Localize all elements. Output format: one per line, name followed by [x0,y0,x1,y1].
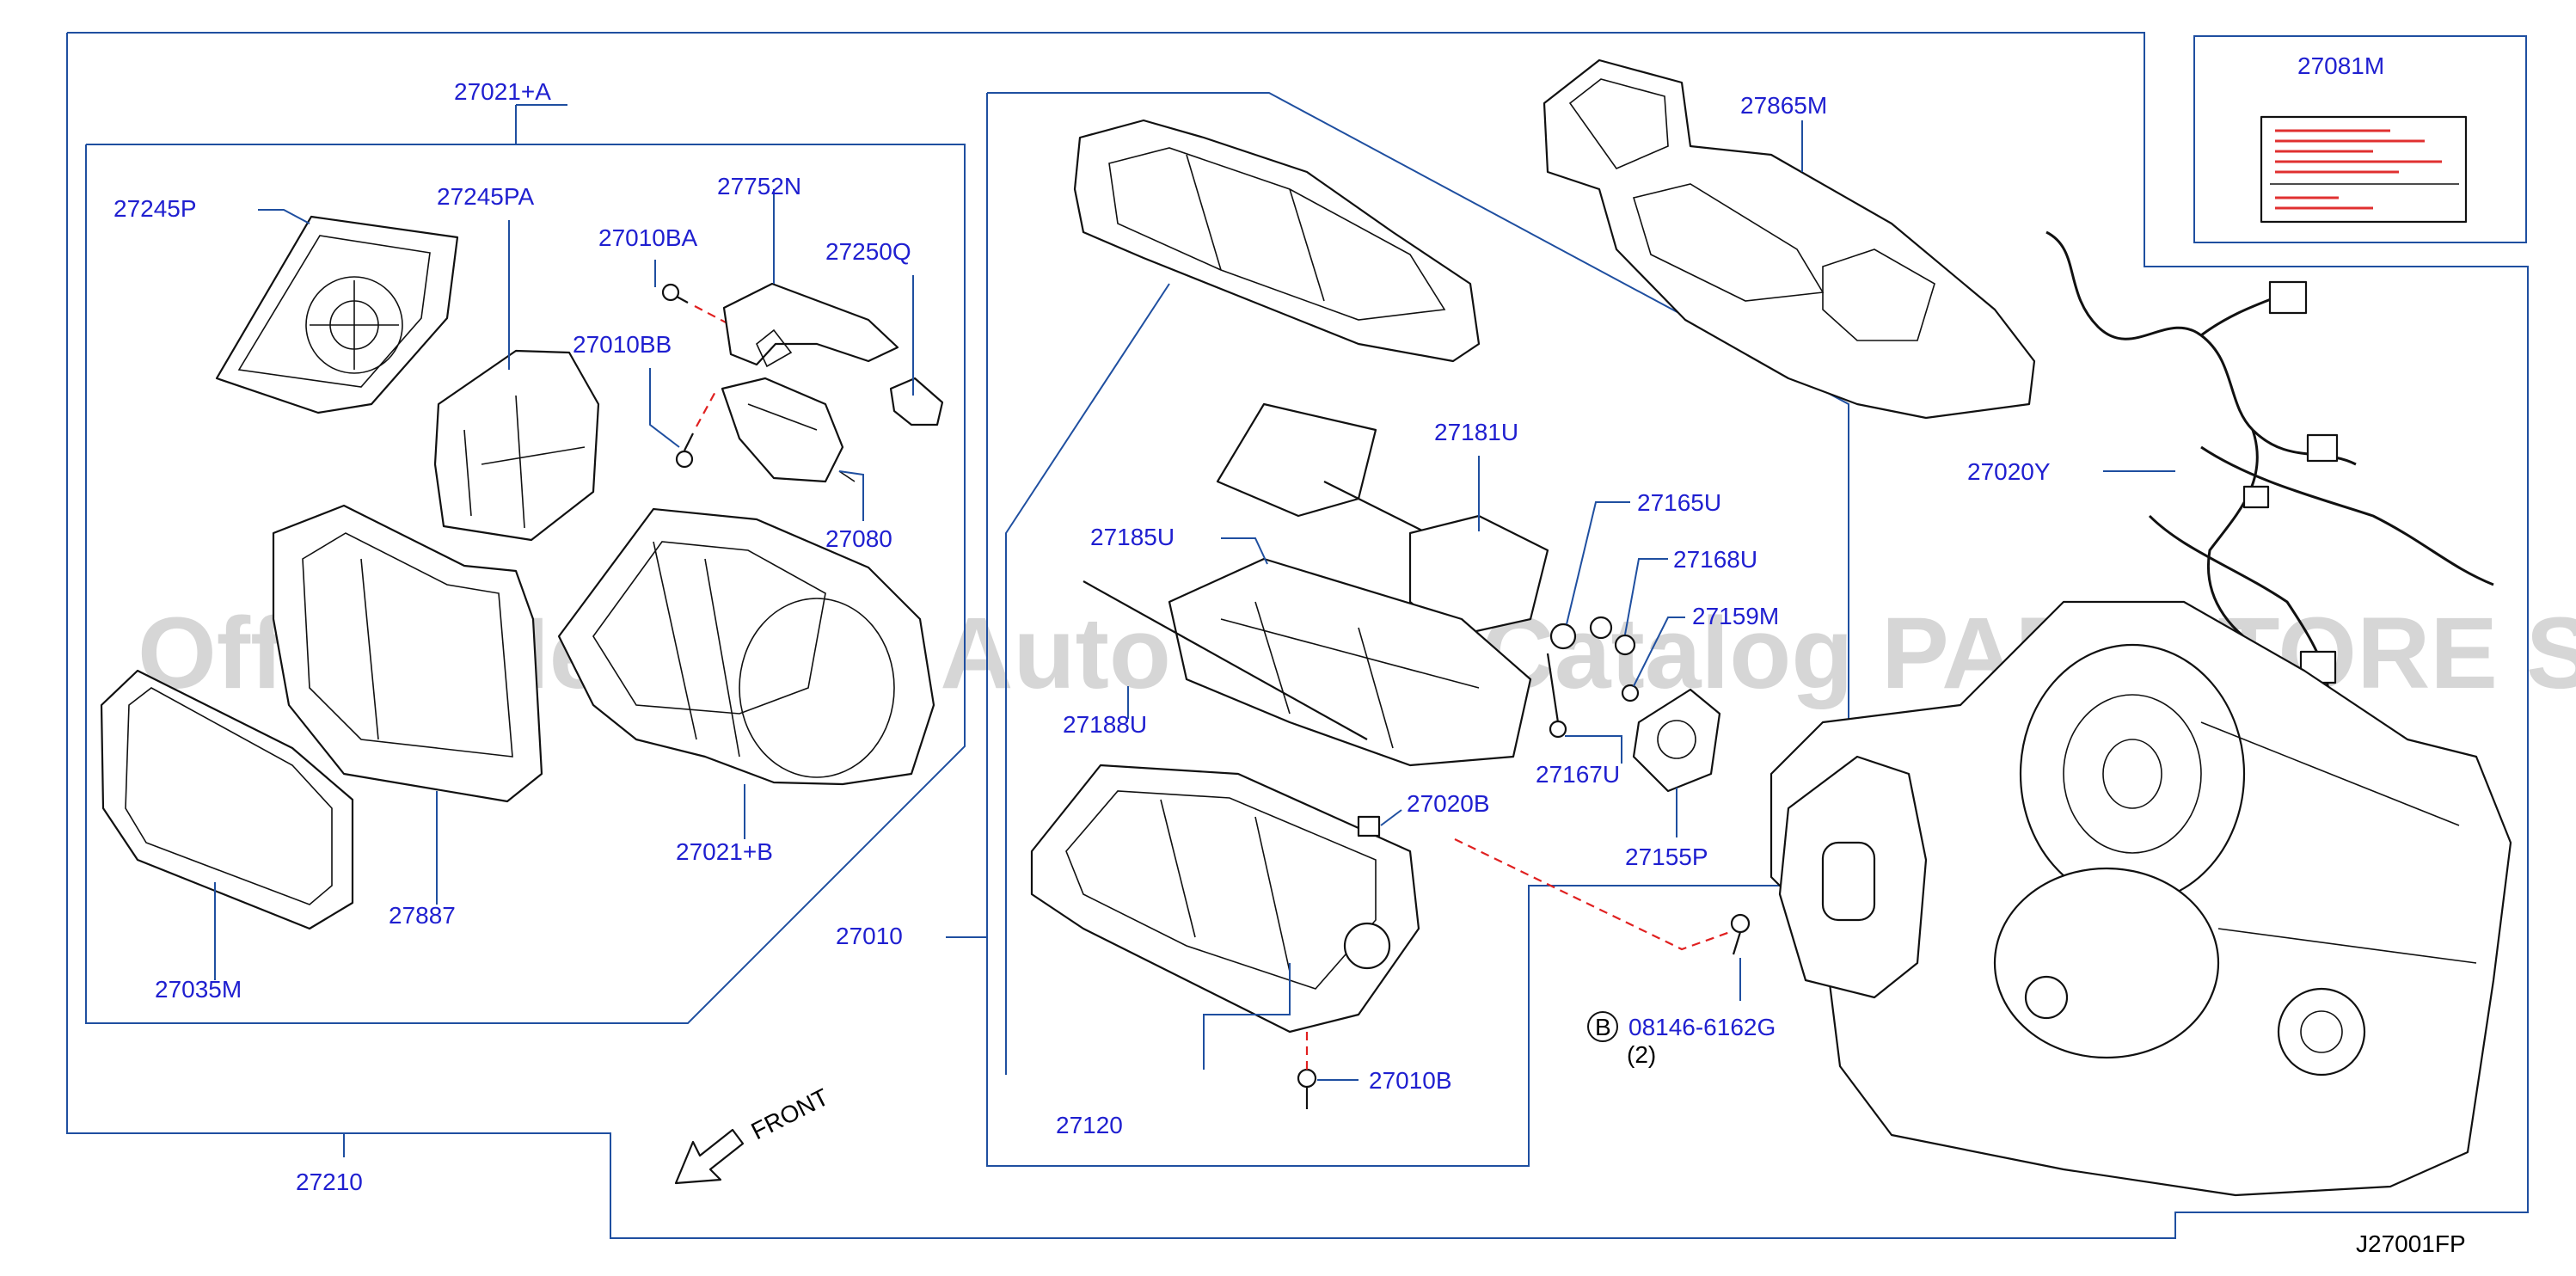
part-27188u [1083,580,1368,740]
part-27181u [1216,402,1549,638]
diagram-code: J27001FP [2356,1230,2466,1257]
bolt-marker-letter: B [1595,1014,1611,1040]
part-27887 [272,504,543,803]
part-08146-6162g [1730,913,1751,955]
part-27165u-group [1546,616,1640,739]
part-27155p [1632,688,1721,793]
label-27120[interactable]: 27120 [1056,1112,1123,1138]
part-27080 [721,377,856,483]
label-27245p[interactable]: 27245P [113,195,197,222]
label-27035m[interactable]: 27035M [155,976,242,1003]
part-27245p [215,215,459,414]
part-27865m [1543,58,2036,420]
label-27020y[interactable]: 27020Y [1967,458,2051,485]
label-27081m[interactable]: 27081M [2297,52,2384,79]
part-27245pa [433,349,600,542]
dashed-line-27020b-bolt [1454,838,1731,951]
label-27021b[interactable]: 27021+B [676,838,773,865]
label-27865m[interactable]: 27865M [1740,92,1827,119]
label-27010[interactable]: 27010 [836,923,903,949]
label-27210[interactable]: 27210 [296,1169,363,1195]
label-27245pa[interactable]: 27245PA [437,183,534,210]
bolt-marker-circle [1587,1011,1618,1042]
part-27010bb [675,388,718,469]
label-27080[interactable]: 27080 [825,525,892,552]
label-27185u[interactable]: 27185U [1090,524,1175,550]
label-27752n[interactable]: 27752N [717,173,801,199]
frame-27010 [986,92,1849,1167]
label-27167u[interactable]: 27167U [1536,761,1620,788]
frame-27210 [66,32,2529,1239]
label-27021a[interactable]: 27021+A [454,78,551,105]
frame-27021a [85,144,966,1024]
label-27165u[interactable]: 27165U [1637,489,1721,516]
label-27010b[interactable]: 27010B [1369,1067,1452,1094]
part-27020b [1357,815,1381,837]
front-label: FRONT [747,1083,833,1144]
part-27185u [1168,557,1532,767]
frame-27081m [2193,35,2527,243]
label-27159m[interactable]: 27159M [1692,603,1779,629]
part-27250q [889,377,944,426]
label-27250q[interactable]: 27250Q [825,238,911,265]
part-27021b [557,507,935,786]
part-27010b [1297,1032,1317,1109]
label-27887[interactable]: 27887 [389,902,456,929]
label-08146-qty: (2) [1627,1041,1656,1068]
part-27035m [100,669,354,930]
part-27010ba [661,283,728,324]
part-27081m-label [2260,115,2468,224]
label-27155p[interactable]: 27155P [1625,844,1708,870]
label-27181u[interactable]: 27181U [1434,419,1518,445]
part-27010-upper [1073,119,1481,363]
part-27752n [722,282,899,368]
part-27120 [1030,764,1420,1034]
label-27168u[interactable]: 27168U [1673,546,1757,573]
part-labels: 27021+A 27245P 27245PA 27010BA 27752N 27… [113,52,2466,1257]
part-heater-assembly [1769,600,2512,1197]
frame-27120 [1005,283,1170,1075]
label-27010ba[interactable]: 27010BA [598,224,698,251]
label-08146-6162g[interactable]: 08146-6162G [1628,1014,1776,1040]
label-27188u[interactable]: 27188U [1063,711,1147,738]
leader-lines [214,104,2175,1157]
front-arrow [674,1128,745,1185]
label-27010bb[interactable]: 27010BB [573,331,672,358]
label-27020b[interactable]: 27020B [1407,790,1490,817]
